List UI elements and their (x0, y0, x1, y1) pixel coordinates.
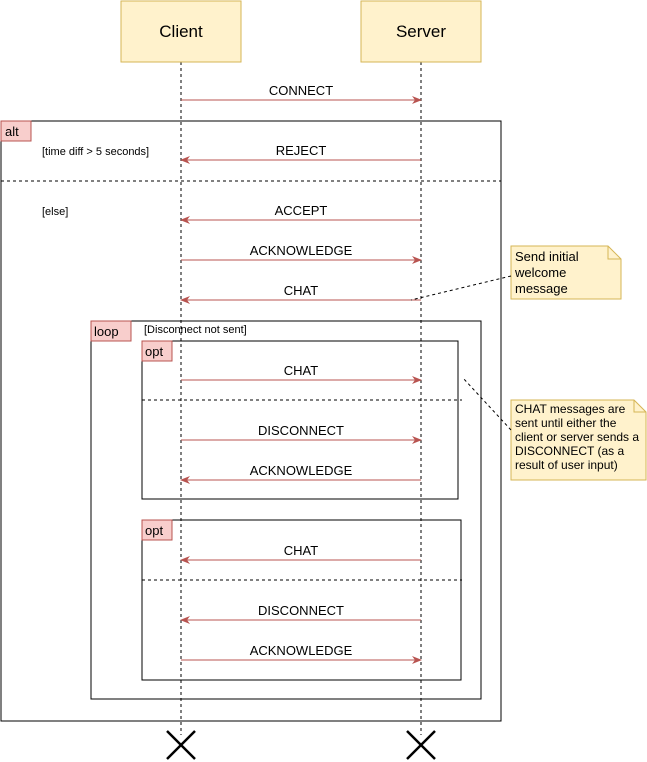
client-participant[interactable]: Client (120, 0, 242, 63)
note-chat-info-line-3: client or server sends a (515, 430, 639, 444)
message-acknowledge-1[interactable]: ACKNOWLEDGE (181, 243, 422, 264)
message-disconnect-1[interactable]: DISCONNECT (181, 423, 422, 444)
message-acknowledge-2-label: ACKNOWLEDGE (250, 463, 353, 478)
client-destroy-icon (166, 730, 196, 760)
note-chat-info-line-4: DISCONNECT (as a (515, 444, 624, 458)
loop-frame-tag-label: loop (94, 324, 119, 339)
opt-frame-1-tag-label: opt (145, 344, 163, 359)
loop-guard: [Disconnect not sent] (144, 324, 247, 336)
opt-frame-1-tag (141, 340, 173, 362)
opt-frame-2-tag (141, 519, 173, 541)
loop-frame-tag (90, 320, 132, 342)
message-chat-2[interactable]: CHAT (181, 363, 422, 384)
note-chat-info-connector (462, 377, 512, 431)
message-disconnect-2[interactable]: DISCONNECT (180, 603, 421, 624)
note-welcome-line-3: message (515, 281, 568, 296)
loop-frame: loop [Disconnect not sent] (90, 320, 482, 700)
alt-guard-else: [else] (42, 206, 68, 218)
message-reject-label: REJECT (276, 143, 327, 158)
alt-guard-reject: [time diff > 5 seconds] (42, 146, 149, 158)
message-acknowledge-1-label: ACKNOWLEDGE (250, 243, 353, 258)
alt-frame: alt [time diff > 5 seconds] [else] (0, 120, 502, 722)
server-label: Server (396, 22, 446, 41)
message-connect-label: CONNECT (269, 83, 333, 98)
message-disconnect-2-label: DISCONNECT (258, 603, 344, 618)
message-acknowledge-2[interactable]: ACKNOWLEDGE (180, 463, 421, 484)
server-participant[interactable]: Server (360, 0, 482, 63)
message-disconnect-1-label: DISCONNECT (258, 423, 344, 438)
message-accept[interactable]: ACCEPT (180, 203, 421, 224)
note-chat-info[interactable]: CHAT messages are sent until either the … (510, 399, 647, 481)
note-welcome-line-1: Send initial (515, 249, 579, 264)
opt-frame-1: opt (141, 340, 462, 500)
message-chat-1-label: CHAT (284, 283, 318, 298)
message-acknowledge-3-label: ACKNOWLEDGE (250, 643, 353, 658)
opt-frame-2-tag-label: opt (145, 523, 163, 538)
note-welcome[interactable]: Send initial welcome message (510, 245, 622, 300)
client-label: Client (159, 22, 203, 41)
message-reject[interactable]: REJECT (180, 143, 421, 164)
message-chat-3-label: CHAT (284, 543, 318, 558)
message-chat-3[interactable]: CHAT (180, 543, 421, 564)
alt-frame-tag-label: alt (5, 124, 19, 139)
note-chat-info-line-5: result of user input) (515, 458, 618, 472)
note-chat-info-line-2: sent until either the (515, 416, 617, 430)
alt-frame-tag (0, 120, 32, 142)
message-acknowledge-3[interactable]: ACKNOWLEDGE (181, 643, 422, 664)
note-welcome-connector (410, 275, 512, 301)
opt-frame-2: opt (141, 519, 462, 681)
message-chat-2-label: CHAT (284, 363, 318, 378)
message-chat-1[interactable]: CHAT (180, 283, 421, 304)
note-chat-info-line-1: CHAT messages are (515, 402, 626, 416)
message-connect[interactable]: CONNECT (181, 83, 422, 104)
message-accept-label: ACCEPT (275, 203, 328, 218)
server-destroy-icon (406, 730, 436, 760)
note-welcome-line-2: welcome (514, 265, 566, 280)
